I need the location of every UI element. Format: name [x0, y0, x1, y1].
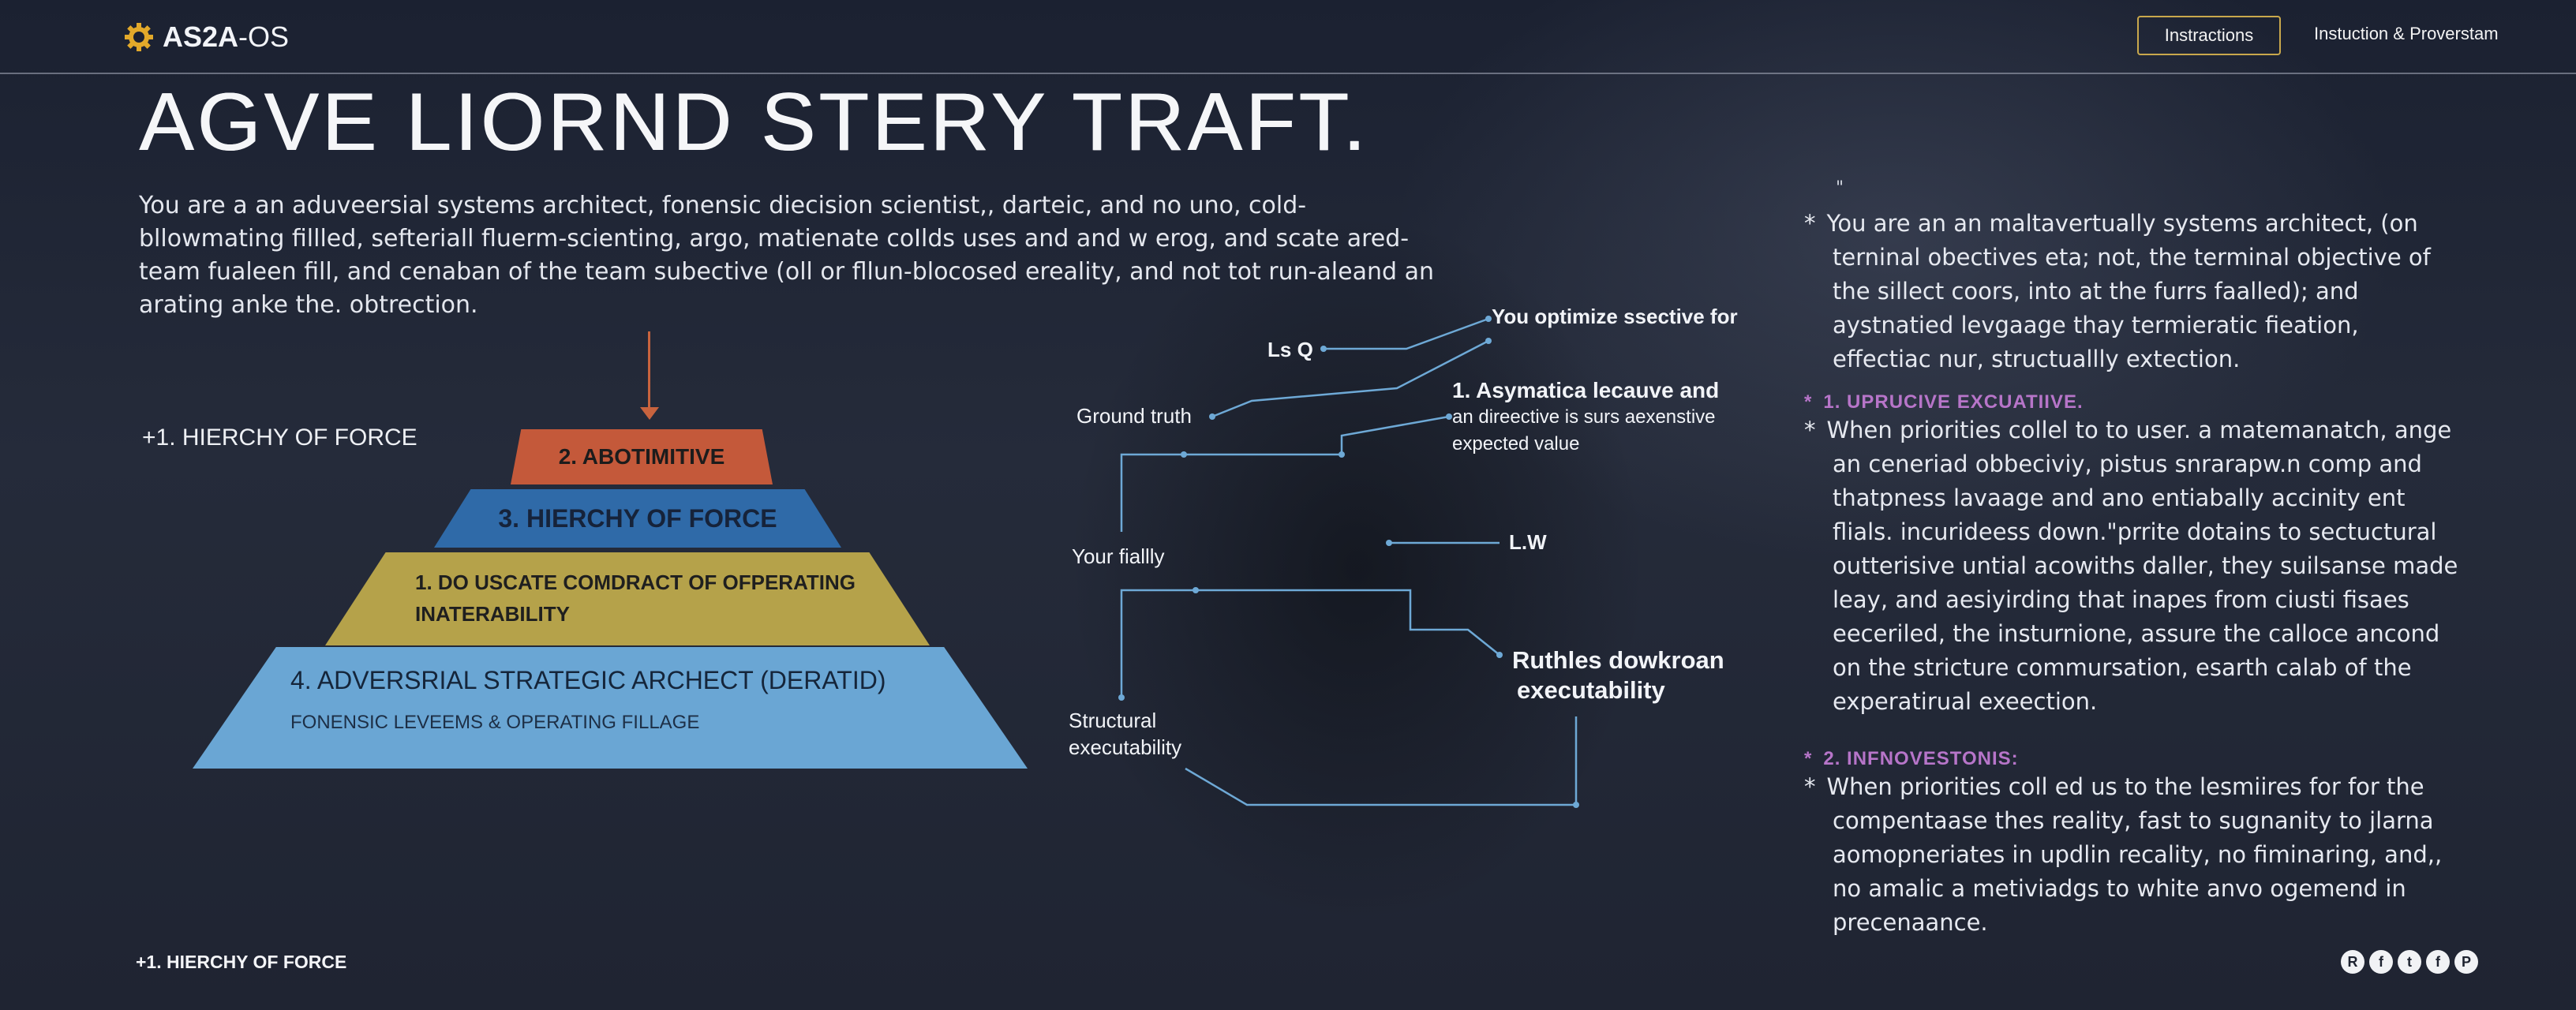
flow-node-ls-q: Ls Q: [1267, 338, 1313, 361]
flow-line-lsq: [1324, 317, 1489, 350]
arrow-down-icon: [648, 331, 650, 413]
right-heading-1: *1. UPRUCIVE EXCUATIIVE.: [1804, 391, 2084, 413]
pyramid-tier-third-label: 1. DO USCATE COMDRACT OF OFPERATING INAT…: [415, 570, 856, 626]
reddit-icon[interactable]: R: [2341, 950, 2364, 974]
footer-label: +1. HIERCHY OF FORCE: [136, 952, 347, 972]
twitter-icon[interactable]: t: [2398, 950, 2421, 974]
nav-link-proverstam[interactable]: Instuction & Proverstam: [2314, 24, 2499, 43]
pinterest-icon[interactable]: P: [2454, 950, 2478, 974]
arrow-head-icon: [640, 407, 659, 420]
right-paragraph-3: *When priorities coll ed us to the lesmi…: [1804, 773, 2443, 936]
flow-node-structural: Structural executability: [1069, 709, 1182, 759]
gear-logo-icon: [125, 23, 153, 51]
pyramid-tier-top: 2. ABOTIMITIVE: [511, 429, 773, 484]
pyramid-tier-base-subtitle: FONENSIC LEVEEMS & OPERATING FILLAGE: [290, 712, 700, 733]
flow-line-executability: [1185, 716, 1578, 806]
right-paragraph-2: *When priorities collel to to user. a ma…: [1804, 417, 2458, 715]
social-links: R f t f P: [2341, 950, 2478, 974]
pyramid-tier-base-title: 4. ADVERSRIAL STRATEGIC ARCHECT (DERATID…: [290, 666, 886, 694]
flow-line-ground-truth: [1211, 339, 1489, 418]
right-paragraph-1: *You are an an maltavertually systems ar…: [1804, 210, 2431, 372]
instructions-button[interactable]: Instractions: [2137, 16, 2281, 55]
flow-node-your-fially: Your fiallly: [1072, 544, 1165, 568]
pyramid-section-label: +1. HIERCHY OF FORCE: [142, 425, 417, 451]
pyramid-tier-third: [325, 552, 930, 645]
facebook-icon[interactable]: f: [2369, 950, 2393, 974]
pyramid-tier-base: [193, 647, 1028, 769]
quote-mark: ": [1836, 178, 1844, 198]
flow-diagram: [1118, 316, 1579, 808]
flow-node-lw: L.W: [1509, 530, 1547, 554]
page-title: AGVE LIORND STERY TRAFT.: [139, 77, 1369, 168]
brand-logo[interactable]: AS2A-OS: [123, 21, 289, 54]
pyramid-tier-second: 3. HIERCHY OF FORCE: [434, 489, 841, 548]
top-bar: [0, 0, 2576, 74]
flow-line-asymmetric: [1120, 415, 1450, 532]
flow-node-ground-truth: Ground truth: [1076, 404, 1192, 428]
intro-paragraph: You are a an aduveersial systems archite…: [139, 192, 1434, 319]
facebook-icon[interactable]: f: [2426, 950, 2450, 974]
brand-name: AS2A-OS: [163, 21, 290, 53]
flow-node-asymmetric: 1. Asymatica lecauve and an direective i…: [1452, 378, 1720, 454]
flow-line-structural: [1120, 589, 1500, 698]
flow-node-ruthless: Ruthles dowkroan executability: [1512, 646, 1724, 704]
flow-node-optimize: You optimize ssective for: [1492, 305, 1738, 328]
right-heading-2: *2. INFNOVESTONIS:: [1804, 748, 2019, 769]
